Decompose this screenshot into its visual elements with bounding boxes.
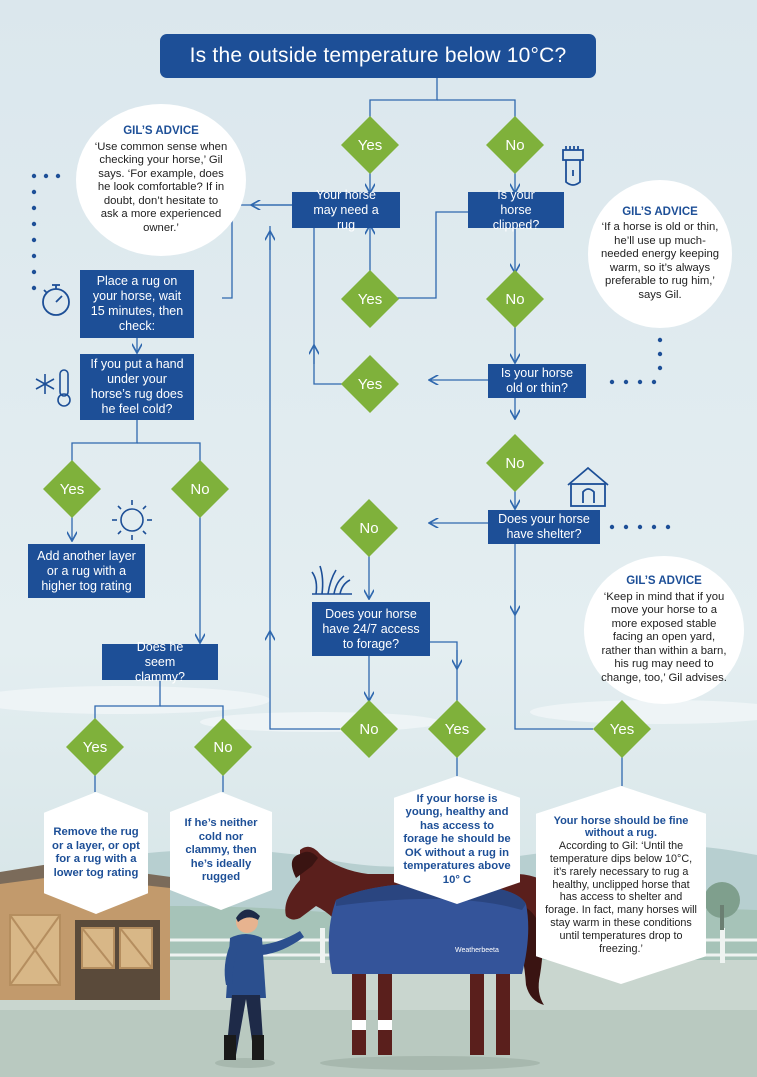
stopwatch-icon: [42, 284, 70, 316]
svg-text:No: No: [505, 291, 524, 308]
svg-text:Yes: Yes: [358, 291, 382, 308]
box-place-rug: Place a rug on your horse, wait 15 minut…: [80, 270, 194, 338]
box-feel-cold: If you put a hand under your horse’s rug…: [80, 354, 194, 420]
decision-no-forage: No: [340, 700, 398, 758]
box-add-layer: Add another layer or a rug with a higher…: [28, 544, 145, 598]
decision-diamonds: Yes No Yes No Yes No: [43, 116, 651, 776]
decision-yes-temp: Yes: [341, 116, 399, 174]
svg-text:Yes: Yes: [358, 137, 382, 154]
decision-yes-shelter: Yes: [593, 700, 651, 758]
advice-circle-stable: GIL’S ADVICE ‘Keep in mind that if you m…: [584, 556, 744, 704]
box-clammy: Does he seem clammy?: [102, 640, 218, 684]
svg-text:Yes: Yes: [358, 376, 382, 393]
advice-heading: GIL’S ADVICE: [123, 125, 199, 137]
svg-text:No: No: [505, 137, 524, 154]
advice-text: ‘Use common sense when checking your hor…: [94, 140, 228, 234]
decision-no-clammy: No: [194, 718, 252, 776]
sun-icon: [112, 500, 152, 540]
advice-text: ‘Keep in mind that if you move your hors…: [601, 590, 727, 684]
decision-yes-clammy: Yes: [66, 718, 124, 776]
stable-horse-icon: [567, 466, 609, 507]
outcome-fine-body: According to Gil: ‘Until the temperature…: [545, 840, 697, 955]
outcome-fine-headline: Your horse should be fine without a rug.: [553, 814, 689, 840]
decision-no-cold: No: [171, 460, 229, 518]
outcome-ideally-rugged: If he’s neither cold nor clammy, then he…: [170, 792, 272, 910]
box-old-thin: Is your horse old or thin?: [488, 364, 586, 398]
svg-text:No: No: [190, 481, 209, 498]
decision-no-old-thin: No: [486, 434, 544, 492]
clipper-icon: [562, 146, 584, 186]
box-shelter: Does your horse have shelter?: [488, 510, 600, 544]
svg-text:No: No: [359, 520, 378, 537]
person-illustration: [215, 909, 304, 1068]
rug-brand-label: Weatherbeeta: [455, 947, 499, 954]
snowflake-thermometer-icon: [35, 369, 71, 407]
decision-yes-cold: Yes: [43, 460, 101, 518]
svg-text:Yes: Yes: [610, 721, 634, 738]
box-may-need-rug: Your horse may need a rug: [292, 188, 400, 232]
decision-no-clipped: No: [486, 270, 544, 328]
advice-heading: GIL’S ADVICE: [622, 205, 698, 218]
dotted-leaders: [31, 173, 671, 530]
svg-text:No: No: [213, 739, 232, 756]
advice-circle-old-thin: GIL’S ADVICE ‘If a horse is old or thin,…: [588, 180, 732, 328]
svg-text:Yes: Yes: [60, 481, 84, 498]
box-forage: Does your horse have 24/7 access to fora…: [312, 602, 430, 656]
svg-text:Yes: Yes: [83, 739, 107, 756]
decision-yes-forage: Yes: [428, 700, 486, 758]
connectors: [72, 78, 623, 792]
decision-yes-clipped: Yes: [341, 270, 399, 328]
decision-no-shelter: No: [340, 499, 398, 557]
page-title: Is the outside temperature below 10°C?: [160, 34, 596, 78]
advice-heading: GIL’S ADVICE: [626, 575, 702, 587]
advice-text: ‘If a horse is old or thin, he’ll use up…: [600, 221, 720, 301]
box-clipped: Is your horse clipped?: [468, 188, 564, 232]
outcome-remove-rug: Remove the rug or a layer, or opt for a …: [44, 792, 148, 914]
outcome-young-healthy: If your horse is young, healthy and has …: [394, 776, 520, 904]
advice-circle-common-sense: GIL’S ADVICE ‘Use common sense when chec…: [76, 104, 246, 256]
outcome-fine-without-rug: Your horse should be fine without a rug.…: [536, 786, 706, 984]
svg-text:No: No: [505, 455, 524, 472]
grass-icon: [311, 565, 352, 595]
decision-no-temp: No: [486, 116, 544, 174]
decision-yes-old-thin: Yes: [341, 355, 399, 413]
svg-text:Yes: Yes: [445, 721, 469, 738]
svg-text:No: No: [359, 721, 378, 738]
